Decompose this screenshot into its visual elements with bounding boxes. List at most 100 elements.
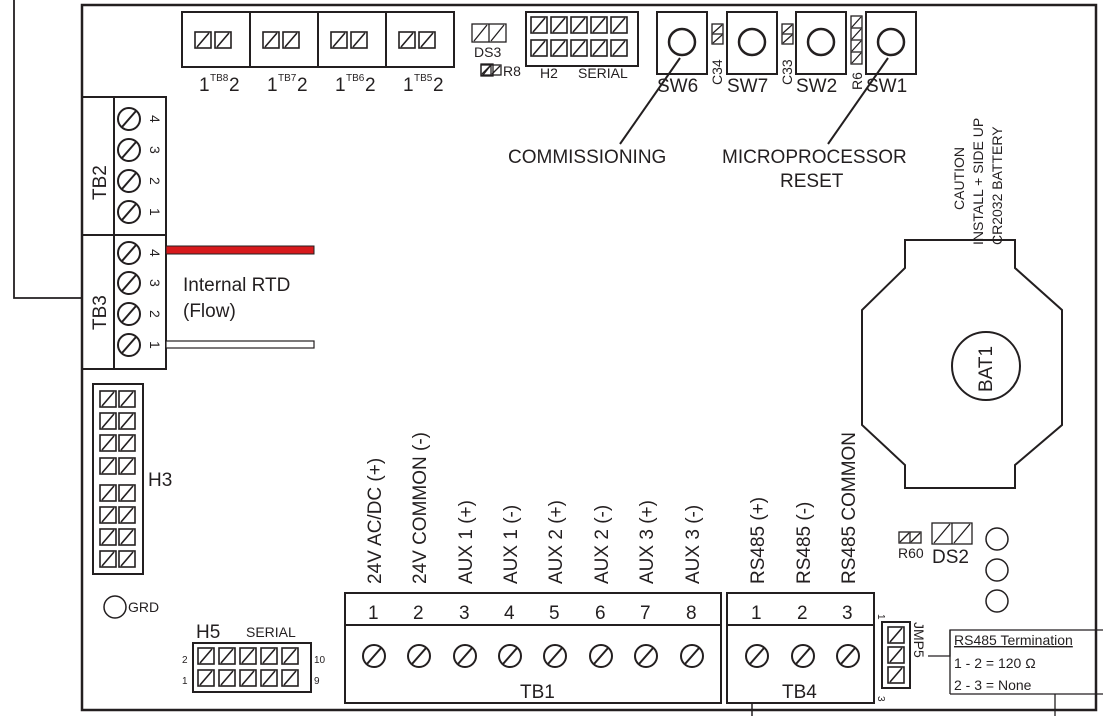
sw7-switch — [726, 11, 778, 75]
tb1-label: TB1 — [520, 682, 555, 703]
ds2-label: DS2 — [932, 547, 969, 568]
caution-line1: CAUTION — [951, 147, 967, 210]
r60-label: R60 — [898, 545, 924, 561]
tb3-pin-3: 3 — [147, 279, 163, 287]
h5-header — [192, 642, 312, 693]
tb1-name-1: 24V AC/DC (+) — [365, 458, 386, 584]
board-outline — [80, 3, 1098, 712]
h5-pin-1: 1 — [182, 676, 188, 687]
h2-serial-header — [525, 11, 639, 67]
tb4-terminals: 1 2 3 RS485 (+) RS485 (-) RS485 COMMON — [748, 432, 860, 624]
jmp5-pin-3: 3 — [875, 696, 886, 702]
tb1-name-8: AUX 3 (-) — [683, 505, 704, 584]
tb4-terminal-block — [726, 592, 875, 704]
h5-pin-10: 10 — [314, 655, 326, 666]
sw1-label: SW1 — [866, 76, 907, 97]
tb1-name-2: 24V COMMON (-) — [410, 432, 431, 584]
top-terminal-blocks — [181, 11, 455, 68]
tb1-name-6: AUX 2 (-) — [592, 505, 613, 584]
ds3-label: DS3 — [474, 44, 501, 60]
tb2-label: TB2 — [90, 165, 111, 200]
rtd-red-wire — [165, 245, 315, 255]
tb1-name-5: AUX 2 (+) — [546, 500, 567, 584]
tb3-pin-1: 1 — [147, 341, 163, 349]
caution-line3: CR2032 BATTERY — [989, 126, 1005, 245]
tb7-pin-right: 2 — [297, 75, 308, 96]
tb1-num-6: 6 — [595, 603, 606, 624]
termination-line2: 2 - 3 = None — [954, 677, 1032, 693]
h5-pin-2: 2 — [182, 655, 188, 666]
rtd-white-wire — [165, 340, 315, 349]
tb1-num-7: 7 — [640, 603, 651, 624]
tb4-name-3: RS485 COMMON — [839, 432, 860, 584]
tb1-num-8: 8 — [686, 603, 697, 624]
h2-serial-label: SERIAL — [578, 65, 628, 81]
caution-line2: INSTALL + SIDE UP — [970, 118, 986, 245]
external-rtd-wire — [13, 0, 82, 299]
commissioning-leader — [619, 57, 681, 145]
tb3-terminal-block — [81, 234, 167, 370]
pad-1 — [985, 527, 1009, 551]
jmp5-jumper — [881, 621, 911, 689]
tb1-num-4: 4 — [504, 603, 515, 624]
tb1-num-3: 3 — [459, 603, 470, 624]
tb3-pin-4: 4 — [147, 249, 163, 257]
tb1-num-2: 2 — [413, 603, 424, 624]
tb4-label: TB4 — [782, 682, 817, 703]
tb8-pin-left: 1 — [199, 75, 210, 96]
ds2-led — [931, 522, 973, 545]
tb1-name-7: AUX 3 (+) — [637, 500, 658, 584]
sw2-label: SW2 — [796, 76, 837, 97]
tb1-num-1: 1 — [368, 603, 379, 624]
c34-cap — [711, 23, 724, 45]
top-terminal-labels: 1 TB8 2 1 TB7 2 1 TB6 2 1 TB5 2 — [199, 73, 444, 96]
tb5-label: TB5 — [414, 73, 433, 84]
h3-header — [92, 383, 144, 575]
battery-cell — [951, 331, 1021, 401]
reset-leader — [827, 57, 889, 145]
battery-holder — [861, 239, 1063, 489]
tb7-label: TB7 — [278, 73, 297, 84]
battery-label: BAT1 — [976, 346, 997, 392]
pad-2 — [985, 558, 1009, 582]
tb8-pin-right: 2 — [229, 75, 240, 96]
h3-label: H3 — [148, 470, 172, 491]
r6-resistor — [850, 15, 863, 65]
tb1-terminal-block — [344, 592, 722, 704]
c33-label: C33 — [779, 59, 795, 85]
tb2-pin-1: 1 — [147, 208, 163, 216]
ds3-led — [471, 23, 507, 43]
c34-label: C34 — [709, 59, 725, 85]
tb7-pin-left: 1 — [267, 75, 278, 96]
h5-label: H5 — [196, 622, 220, 643]
tb1-num-5: 5 — [549, 603, 560, 624]
sw6-switch — [656, 11, 708, 75]
tb2-pin-2: 2 — [147, 177, 163, 185]
tb3-label: TB3 — [90, 295, 111, 330]
grd-pad — [103, 595, 127, 619]
tb5-pin-left: 1 — [403, 75, 414, 96]
r6-label: R6 — [849, 72, 865, 90]
tb4-name-2: RS485 (-) — [794, 502, 815, 584]
termination-line1: 1 - 2 = 120 Ω — [954, 655, 1036, 671]
termination-title: RS485 Termination — [954, 632, 1073, 648]
h5-serial-label: SERIAL — [246, 624, 296, 640]
rtd-label-line1: Internal RTD — [183, 275, 290, 296]
tb1-terminals: 1 2 3 4 5 6 7 8 24V AC/DC (+) 24V COMMON… — [365, 432, 704, 624]
termination-note — [928, 629, 1103, 716]
r8-label: R8 — [503, 63, 521, 79]
h5-pin-9: 9 — [314, 676, 320, 687]
rtd-label-line2: (Flow) — [183, 301, 236, 322]
c33-cap — [781, 23, 794, 45]
tb4-num-1: 1 — [751, 603, 762, 624]
reset-label-line1: MICROPROCESSOR — [722, 147, 907, 168]
tb4-num-2: 2 — [797, 603, 808, 624]
tb6-label: TB6 — [346, 73, 365, 84]
tb8-label: TB8 — [210, 73, 229, 84]
tb2-pin-3: 3 — [147, 146, 163, 154]
jmp5-pin-1: 1 — [875, 614, 886, 620]
tb6-pin-left: 1 — [335, 75, 346, 96]
tb5-pin-right: 2 — [433, 75, 444, 96]
sw2-switch — [795, 11, 847, 75]
